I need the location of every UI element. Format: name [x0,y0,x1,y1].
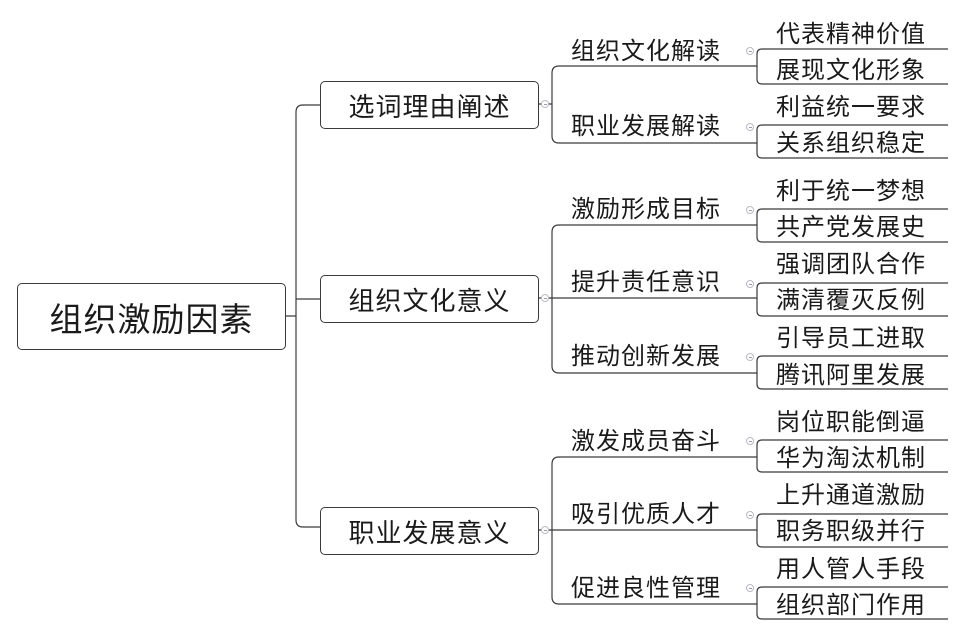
leaf-node[interactable]: 岗位职能倒逼 [776,408,926,436]
subtopic-node[interactable]: 提升责任意识 [571,268,721,296]
leaf-node[interactable]: 用人管人手段 [776,555,926,583]
collapse-toggle-icon[interactable] [541,100,549,108]
leaf-node[interactable]: 关系组织稳定 [776,129,926,157]
collapse-toggle-icon[interactable] [746,353,754,361]
collapse-toggle-icon[interactable] [746,584,754,592]
subtopic-node[interactable]: 激发成员奋斗 [571,427,721,455]
leaf-node[interactable]: 华为淘汰机制 [776,444,926,472]
subtopic-node[interactable]: 组织文化解读 [571,37,721,65]
leaf-node[interactable]: 强调团队合作 [776,250,926,278]
subtopic-node[interactable]: 推动创新发展 [571,342,721,370]
leaf-node[interactable]: 腾讯阿里发展 [776,361,926,389]
branch-node-label: 职业发展意义 [348,518,511,549]
leaf-node[interactable]: 利益统一要求 [776,93,926,121]
leaf-node[interactable]: 满清覆灭反例 [776,286,926,314]
leaf-node[interactable]: 利于统一梦想 [776,177,926,205]
leaf-node[interactable]: 展现文化形象 [776,56,926,84]
branch-node-career[interactable]: 职业发展意义 [320,507,539,555]
leaf-node[interactable]: 代表精神价值 [776,20,926,48]
root-node[interactable]: 组织激励因素 [17,283,286,350]
leaf-node[interactable]: 引导员工进取 [776,324,926,352]
collapse-toggle-icon[interactable] [746,511,754,519]
branch-node-org-culture[interactable]: 组织文化意义 [320,275,539,323]
root-node-label: 组织激励因素 [49,299,254,339]
subtopic-node[interactable]: 促进良性管理 [571,574,721,602]
subtopic-node[interactable]: 激励形成目标 [571,195,721,223]
collapse-toggle-icon[interactable] [746,437,754,445]
collapse-toggle-icon[interactable] [746,123,754,131]
subtopic-node[interactable]: 职业发展解读 [571,112,721,140]
leaf-node[interactable]: 共产党发展史 [776,213,926,241]
leaf-node[interactable]: 职务职级并行 [776,517,926,545]
collapse-toggle-icon[interactable] [541,294,549,302]
collapse-toggle-icon[interactable] [746,206,754,214]
branch-node-label: 选词理由阐述 [348,92,511,123]
collapse-toggle-icon[interactable] [541,526,549,534]
collapse-toggle-icon[interactable] [746,47,754,55]
leaf-node[interactable]: 组织部门作用 [776,591,926,619]
subtopic-node[interactable]: 吸引优质人才 [571,500,721,528]
leaf-node[interactable]: 上升通道激励 [776,481,926,509]
branch-node-rationale[interactable]: 选词理由阐述 [320,81,539,129]
branch-node-label: 组织文化意义 [348,286,511,317]
collapse-toggle-icon[interactable] [746,280,754,288]
